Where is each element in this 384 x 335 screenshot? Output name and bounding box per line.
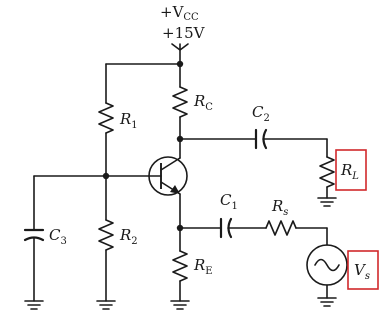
- resistor-r2: [98, 175, 114, 302]
- r2-label: R2: [119, 226, 138, 247]
- npn-transistor: [148, 156, 188, 196]
- ground-vs-icon: [317, 297, 337, 307]
- resistor-re: [172, 250, 188, 302]
- capacitor-c1: [179, 217, 267, 239]
- resistor-rs: [265, 220, 328, 246]
- r1-label: R1: [119, 110, 138, 131]
- ground-c3-icon: [24, 300, 44, 310]
- ground-r2-icon: [96, 300, 116, 310]
- ground-rl-icon: [317, 197, 337, 207]
- supply-value: +15V: [162, 24, 206, 42]
- base-wiring: [33, 172, 150, 180]
- rc-label: RC: [193, 92, 213, 113]
- rl-label: RL: [340, 161, 359, 182]
- resistor-r1: [98, 63, 114, 177]
- vcc-rail: [105, 43, 184, 68]
- supply-label: +VCC: [160, 3, 199, 23]
- rl-highlight-box: [335, 149, 367, 191]
- resistor-rl: [319, 138, 335, 199]
- resistor-rc: [172, 63, 188, 159]
- rs-label: Rs: [271, 197, 288, 218]
- ac-source-vs: [306, 244, 348, 299]
- c1-label: C1: [220, 191, 238, 212]
- capacitor-c2: [179, 128, 328, 150]
- vs-label: Vs: [354, 261, 370, 282]
- c3-label: C3: [49, 226, 67, 247]
- vs-highlight-box: [347, 250, 379, 290]
- capacitor-c3: [23, 175, 45, 302]
- ground-re-icon: [170, 300, 190, 310]
- re-label: RE: [193, 256, 213, 277]
- c2-label: C2: [252, 103, 270, 124]
